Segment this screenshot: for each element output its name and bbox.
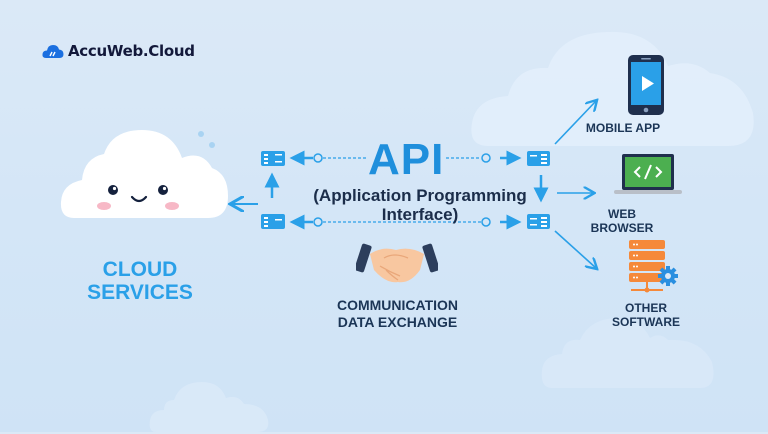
communication-caption: COMMUNICATION DATA EXCHANGE (310, 297, 485, 331)
node-top-left (313, 153, 323, 163)
arrow-to-mobile (554, 101, 596, 145)
node-bottom-left (313, 217, 323, 227)
arrow-to-other (554, 230, 596, 268)
api-subtitle: (Application Programming Interface) (300, 186, 540, 224)
background-cloud-top-right (471, 31, 754, 146)
background-cloud-bottom-right (541, 318, 714, 388)
laptop-code-icon (614, 154, 682, 194)
brand-name: AccuWeb.Cloud (68, 42, 195, 60)
target-label-web: WEB BROWSER (590, 207, 654, 235)
cloud-services-label: CLOUD SERVICES (72, 258, 208, 304)
server-rack-icon-bottom-right (527, 214, 550, 229)
smiling-cloud-icon (60, 130, 228, 218)
background-cloud-bottom-left (149, 382, 269, 432)
node-bottom-right (481, 217, 491, 227)
server-rack-icon-top-left (261, 151, 285, 166)
server-gear-icon (629, 240, 678, 293)
caption-line1: COMMUNICATION (336, 297, 459, 313)
target-label-other: OTHER SOFTWARE (612, 301, 680, 329)
cloud-logo-icon (42, 45, 64, 58)
brand-logo[interactable]: AccuWeb.Cloud (42, 42, 195, 60)
dots-decoration (198, 131, 215, 148)
cloud-label-line1: CLOUD (102, 258, 178, 281)
smartphone-play-icon (628, 55, 664, 115)
server-rack-icon-top-right (527, 151, 550, 166)
caption-line2: DATA EXCHANGE (337, 314, 458, 330)
target-label-mobile: MOBILE APP (585, 121, 661, 135)
api-subtitle-line1: (Application Programming (313, 186, 527, 205)
node-top-right (481, 153, 491, 163)
api-title: API (368, 135, 445, 184)
handshake-icon (356, 243, 438, 283)
server-rack-icon-bottom-left (261, 214, 285, 229)
cloud-label-line2: SERVICES (87, 281, 193, 304)
api-subtitle-line2: Interface) (381, 205, 459, 224)
